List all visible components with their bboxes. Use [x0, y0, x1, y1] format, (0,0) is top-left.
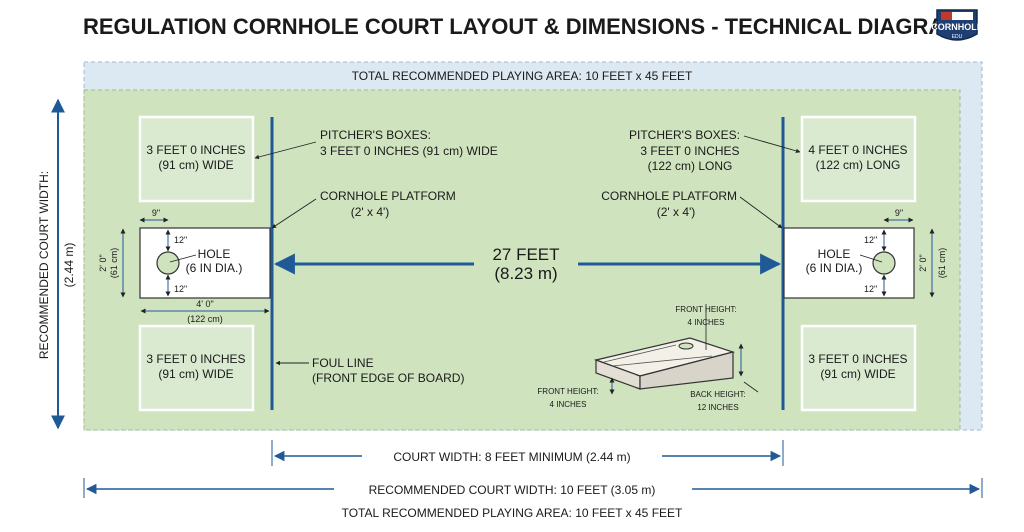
board-front-top-line1: FRONT HEIGHT:: [675, 305, 736, 314]
left-hole-line1: HOLE: [198, 247, 231, 261]
left-box-top-line1: 3 FEET 0 INCHES: [146, 143, 245, 157]
board-3d-illustration: [593, 304, 759, 395]
court-width-label: COURT WIDTH: 8 FEET MINIMUM (2.44 m): [393, 450, 630, 464]
left-9in-label: 9": [152, 208, 160, 218]
logo-text: CORNHOLE: [931, 22, 983, 32]
right-hole-line2: (6 IN DIA.): [806, 261, 863, 275]
board-back-line2: 12 INCHES: [697, 403, 738, 412]
side-label-line2: (2.44 m): [62, 243, 76, 288]
left-pitcher-box-top: [138, 115, 255, 203]
center-line1: 27 FEET: [492, 245, 559, 264]
board-front-left-line1: FRONT HEIGHT:: [537, 387, 598, 396]
board-front-top-line2: 4 INCHES: [688, 318, 725, 327]
left-pitchers-line2: 3 FEET 0 INCHES (91 cm) WIDE: [320, 144, 498, 158]
left-platform-line1: CORNHOLE PLATFORM: [320, 189, 456, 203]
right-hole-leader: [859, 254, 883, 263]
right-box-top-line2: (122 cm) LONG: [816, 158, 901, 172]
side-label-line1: RECOMMENDED COURT WIDTH:: [37, 171, 51, 359]
right-pitchers-leader: [743, 135, 801, 154]
right-platform-leader: [739, 196, 783, 229]
right-box-bottom-line2: (91 cm) WIDE: [820, 367, 895, 381]
left-foul-line2: (FRONT EDGE OF BOARD): [312, 371, 464, 385]
right-height-line1: 2' 0": [918, 254, 928, 271]
area-bottom-label: TOTAL RECOMMENDED PLAYING AREA: 10 FEET …: [342, 506, 683, 520]
diagram-title: REGULATION CORNHOLE COURT LAYOUT & DIMEN…: [83, 14, 963, 39]
cornhole-logo: CORNHOLE EDU: [931, 9, 983, 41]
left-width-line1: 4' 0": [196, 299, 213, 309]
right-hole-line1: HOLE: [818, 247, 851, 261]
rec-width-bg: [334, 480, 692, 498]
right-12in-bottom-label: 12": [864, 284, 877, 294]
right-box-top-line1: 4 FEET 0 INCHES: [808, 143, 907, 157]
right-12in-top-label: 12": [864, 235, 877, 245]
right-pitchers-line3: (122 cm) LONG: [648, 159, 733, 173]
right-platform-line2: (2' x 4'): [657, 205, 696, 219]
right-pitcher-box-bottom: [800, 324, 917, 412]
left-height-line1: 2' 0": [98, 254, 108, 271]
left-hole-leader: [169, 254, 197, 263]
center-line2: (8.23 m): [494, 264, 557, 283]
board-back-line1: BACK HEIGHT:: [690, 390, 746, 399]
left-platform-line2: (2' x 4'): [351, 205, 390, 219]
right-box-bottom-line1: 3 FEET 0 INCHES: [808, 352, 907, 366]
left-hole: [156, 251, 180, 275]
right-pitcher-box-top: [800, 115, 917, 203]
left-pitchers-leader: [254, 141, 317, 160]
right-hole: [872, 251, 896, 275]
left-pitcher-box-bottom: [138, 324, 255, 412]
board-front-left-line2: 4 INCHES: [550, 400, 587, 409]
left-box-bottom-line2: (91 cm) WIDE: [158, 367, 233, 381]
logo-subtext: EDU: [952, 34, 963, 40]
left-foul-line1: FOUL LINE: [312, 356, 374, 370]
left-platform-leader: [271, 198, 317, 229]
right-platform-line1: CORNHOLE PLATFORM: [601, 189, 737, 203]
right-9in-label: 9": [895, 208, 903, 218]
right-height-line2: (61 cm): [937, 248, 947, 279]
left-12in-top-label: 12": [174, 235, 187, 245]
right-pitchers-line1: PITCHER'S BOXES:: [629, 128, 740, 142]
left-box-top-line2: (91 cm) WIDE: [158, 158, 233, 172]
right-pitchers-line2: 3 FEET 0 INCHES: [640, 144, 739, 158]
left-height-line2: (61 cm): [109, 248, 119, 279]
court-width-bg: [362, 447, 662, 465]
left-hole-line2: (6 IN DIA.): [186, 261, 243, 275]
left-box-bottom-line1: 3 FEET 0 INCHES: [146, 352, 245, 366]
area-top-label: TOTAL RECOMMENDED PLAYING AREA: 10 FEET …: [352, 69, 693, 83]
center-label-bg: [474, 244, 578, 284]
left-width-line2: (122 cm): [187, 314, 223, 324]
rec-width-label: RECOMMENDED COURT WIDTH: 10 FEET (3.05 m…: [369, 483, 656, 497]
left-12in-bottom-label: 12": [174, 284, 187, 294]
left-pitchers-line1: PITCHER'S BOXES:: [320, 128, 431, 142]
